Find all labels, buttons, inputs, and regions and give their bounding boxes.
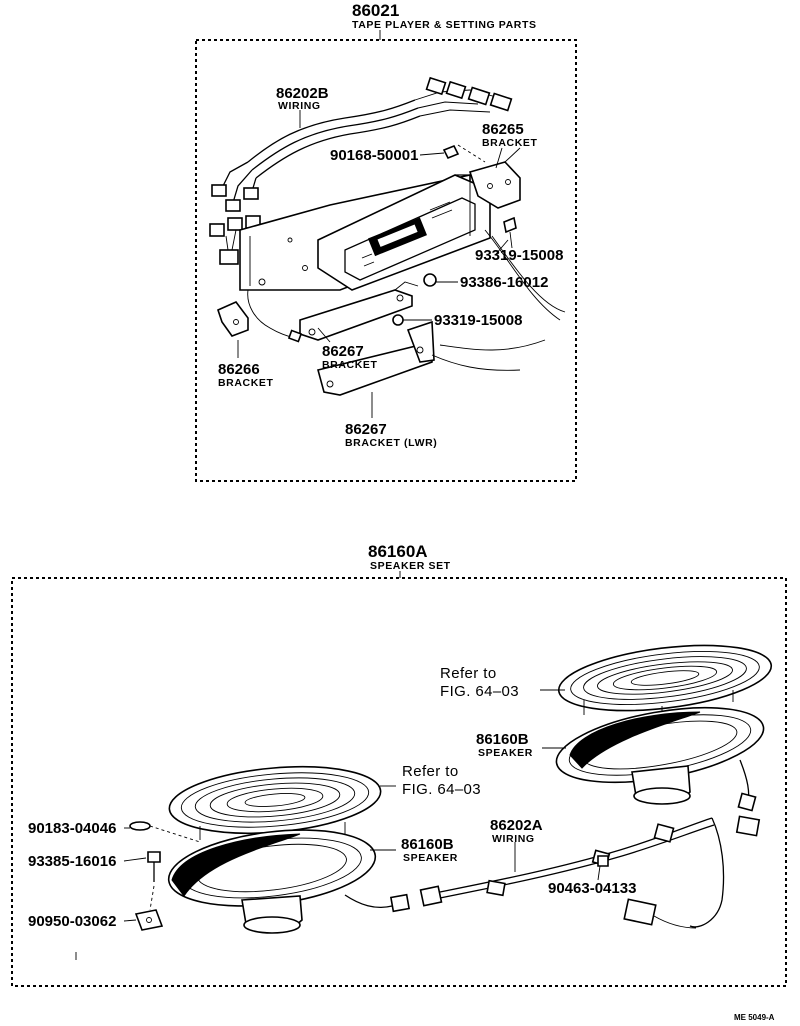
callout-93385-16016: 93385-16016	[28, 853, 116, 870]
tape-assembly-title: TAPE PLAYER & SETTING PARTS	[352, 19, 537, 31]
callout-90463-04133: 90463-04133	[548, 880, 636, 897]
callout-86160b-left-name: SPEAKER	[403, 852, 458, 864]
tape-player-body	[239, 174, 491, 291]
callout-90168-50001: 90168-50001	[330, 147, 418, 164]
speaker-set-boundary	[11, 577, 787, 987]
tape-assembly-part-number: 86021	[352, 1, 399, 20]
speaker-set-assembly: 86160A SPEAKER SET	[11, 542, 787, 987]
reference-right-line1: Refer to	[440, 665, 497, 682]
callout-86267-lwr-number: 86267	[345, 421, 387, 438]
callout-93319-15008-b: 93319-15008	[434, 312, 522, 329]
tape-player-assembly: 86021 TAPE PLAYER & SETTING PARTS	[195, 1, 577, 482]
bracket-86266	[217, 289, 303, 343]
callout-90950-03062: 90950-03062	[28, 913, 116, 930]
callout-93319-15008-a: 93319-15008	[475, 247, 563, 264]
callout-86265-name: BRACKET	[482, 137, 538, 149]
figure-code: ME 5049-A	[734, 1013, 775, 1022]
callout-86202a-name: WIRING	[492, 833, 535, 845]
callout-86267-number: 86267	[322, 343, 364, 360]
lower-callouts: Refer to FIG. 64–03 Refer to FIG. 64–03 …	[28, 665, 636, 930]
callout-86266-name: BRACKET	[218, 377, 274, 389]
callout-90183-04046: 90183-04046	[28, 820, 116, 837]
lower-leader-lines	[123, 689, 601, 922]
grille-left	[168, 766, 382, 846]
upper-leader-lines	[237, 110, 509, 418]
callout-86266-number: 86266	[218, 361, 260, 378]
callout-86160b-right-name: SPEAKER	[478, 747, 533, 759]
callout-86160b-left-number: 86160B	[401, 836, 454, 853]
callout-86202b-number: 86202B	[276, 85, 329, 102]
bracket-86265	[457, 144, 521, 209]
bolt-90168-50001	[419, 144, 460, 160]
wiring-harness-lower	[419, 817, 725, 929]
callout-93386-16012: 93386-16012	[460, 274, 548, 291]
speaker-assembly-title: SPEAKER SET	[370, 560, 451, 572]
callout-86160b-right-number: 86160B	[476, 731, 529, 748]
wiring-harness-upper	[209, 76, 513, 265]
side-fasteners	[392, 216, 566, 351]
reference-left-line2: FIG. 64–03	[402, 781, 481, 798]
speaker-left	[167, 829, 411, 934]
callout-86267-lwr-name: BRACKET (LWR)	[345, 437, 437, 449]
callout-86267-name: BRACKET	[322, 359, 378, 371]
speaker-assembly-part-number: 86160A	[368, 542, 428, 561]
tape-assembly-boundary	[195, 39, 577, 482]
reference-left-line1: Refer to	[402, 763, 459, 780]
callout-86202a-number: 86202A	[490, 817, 543, 834]
upper-callouts: 86202B WIRING 86265 BRACKET 90168-50001 …	[218, 85, 563, 449]
speaker-right	[555, 706, 765, 837]
reference-right-line2: FIG. 64–03	[440, 683, 519, 700]
grille-right	[557, 644, 773, 720]
callout-86265-number: 86265	[482, 121, 524, 138]
left-fasteners	[129, 821, 609, 931]
callout-86202b-name: WIRING	[278, 100, 321, 112]
bracket-86267-lower	[317, 320, 521, 396]
